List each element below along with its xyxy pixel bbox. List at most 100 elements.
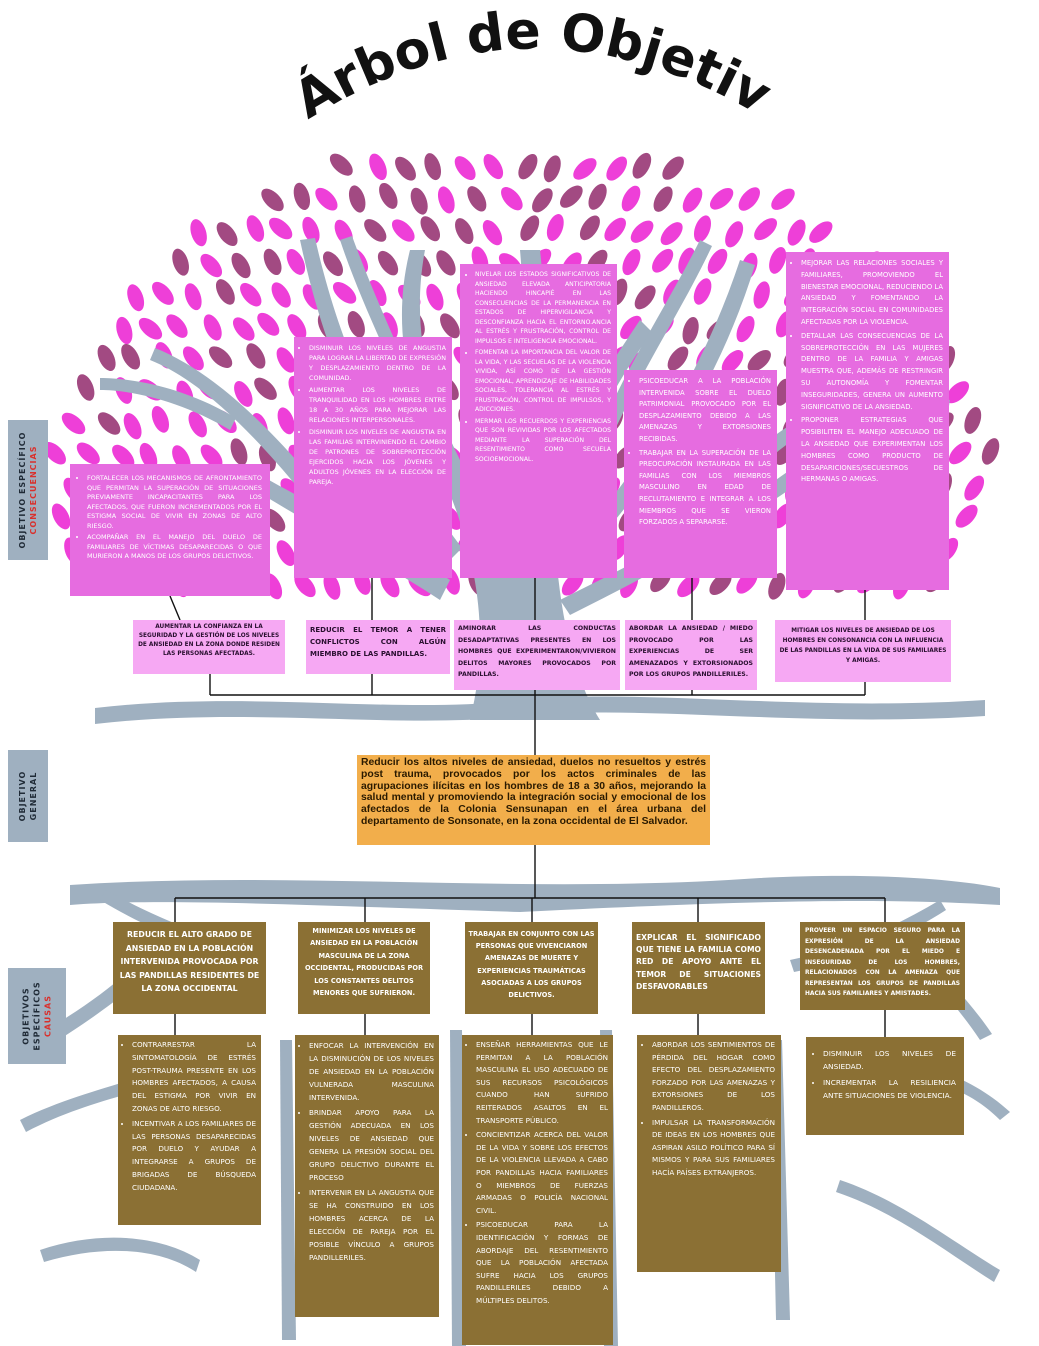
leaf: [518, 153, 538, 180]
consequence-detail-3: Nivelar los estados significativos de an…: [460, 264, 617, 578]
leaf: [377, 250, 399, 276]
leaf: [286, 249, 306, 275]
leaf: [721, 349, 744, 374]
leaf: [234, 381, 253, 407]
leaf: [520, 215, 540, 241]
leaf: [532, 188, 553, 213]
leaf: [116, 316, 133, 345]
leaf: [693, 278, 712, 305]
leaf: [769, 246, 787, 274]
leaf: [483, 154, 504, 180]
leaf: [277, 407, 295, 435]
leaf: [682, 317, 699, 345]
cause-detail-3: Enseñar herramientas que le permitan a l…: [462, 1035, 613, 1345]
leaf: [693, 215, 712, 243]
leaf: [725, 221, 744, 248]
leaf: [121, 343, 141, 370]
leaf: [410, 187, 428, 215]
leaf: [606, 156, 628, 181]
leaf: [753, 281, 770, 309]
leaf: [709, 188, 734, 210]
leaf: [276, 347, 296, 373]
leaf: [662, 156, 684, 180]
leaf: [652, 248, 674, 273]
leaf: [455, 218, 474, 245]
leaf: [964, 475, 985, 501]
leaf: [112, 444, 135, 468]
consequence-objective-3: Aminorar las conductas desadaptativas pr…: [454, 620, 620, 690]
leaf: [231, 252, 251, 279]
leaf: [424, 153, 442, 181]
cause-detail-1: Contrarrestar la sintomatología de estré…: [118, 1035, 261, 1225]
leaf: [561, 572, 584, 596]
leaf: [230, 438, 248, 466]
leaf: [964, 406, 982, 434]
leaf: [546, 214, 564, 241]
page-title: Árbol de Objetivos: [0, 0, 781, 131]
leaf: [332, 282, 357, 304]
leaf: [271, 282, 291, 308]
leaf: [604, 217, 626, 242]
leaf: [771, 188, 795, 210]
consequence-objective-4: Abordar la ansiedad / miedo provocado po…: [625, 620, 757, 690]
leaf: [276, 540, 296, 566]
cause-objective-5: Proveer un espacio seguro para la expres…: [800, 922, 965, 1010]
leaf: [200, 444, 223, 468]
leaf: [203, 314, 222, 341]
leaf: [329, 153, 353, 176]
leaf: [501, 187, 523, 211]
leaf: [293, 182, 311, 211]
leaf: [166, 314, 188, 338]
leaf: [97, 412, 121, 435]
leaf: [268, 217, 293, 240]
leaf: [437, 186, 455, 214]
leaf: [257, 312, 280, 336]
leaf: [620, 315, 642, 340]
leaf: [682, 187, 703, 213]
consequence-detail-1: Fortalecer los mecanismos de afrontamien…: [70, 464, 270, 596]
leaf: [379, 182, 398, 209]
leaf: [294, 573, 316, 598]
connector-lines: [169, 578, 886, 1037]
cause-objective-2: Minimizar los niveles de ansiedad en la …: [298, 922, 430, 1014]
leaf: [634, 285, 656, 310]
consequence-detail-2: Disminuir los niveles de angustia para l…: [294, 337, 452, 578]
leaf: [632, 152, 652, 179]
leaf: [946, 381, 970, 404]
leaf: [97, 344, 116, 371]
leaf: [543, 155, 561, 183]
leaf: [347, 311, 365, 338]
leaf: [482, 220, 503, 246]
leaf: [768, 572, 786, 600]
leaf: [738, 187, 760, 211]
leaf: [43, 442, 66, 465]
leaf: [127, 284, 145, 312]
leaf: [216, 222, 238, 247]
leaf: [152, 281, 174, 305]
consequence-objective-5: Mitigar los niveles de ansiedad de los h…: [775, 620, 951, 682]
leaf: [709, 572, 732, 596]
leaf: [660, 222, 683, 246]
leaf: [653, 186, 673, 212]
leaf: [139, 442, 158, 470]
leaf: [588, 183, 607, 210]
leaf: [51, 503, 71, 530]
leaf: [560, 185, 583, 208]
leaf: [61, 412, 86, 435]
leaf: [348, 185, 366, 213]
leaf: [420, 216, 441, 242]
leaf: [246, 343, 266, 369]
leaf: [369, 153, 387, 181]
leaf: [948, 441, 972, 465]
leaf: [323, 251, 344, 277]
leaf: [573, 158, 597, 180]
leaf: [76, 374, 95, 401]
leaf: [579, 215, 600, 241]
leaf: [436, 250, 456, 276]
leaf: [787, 219, 806, 246]
leaf: [208, 346, 233, 368]
consequence-objective-1: Aumentar la confianza en la seguridad y …: [133, 620, 285, 674]
leaf: [240, 282, 262, 307]
leaf: [184, 283, 202, 311]
